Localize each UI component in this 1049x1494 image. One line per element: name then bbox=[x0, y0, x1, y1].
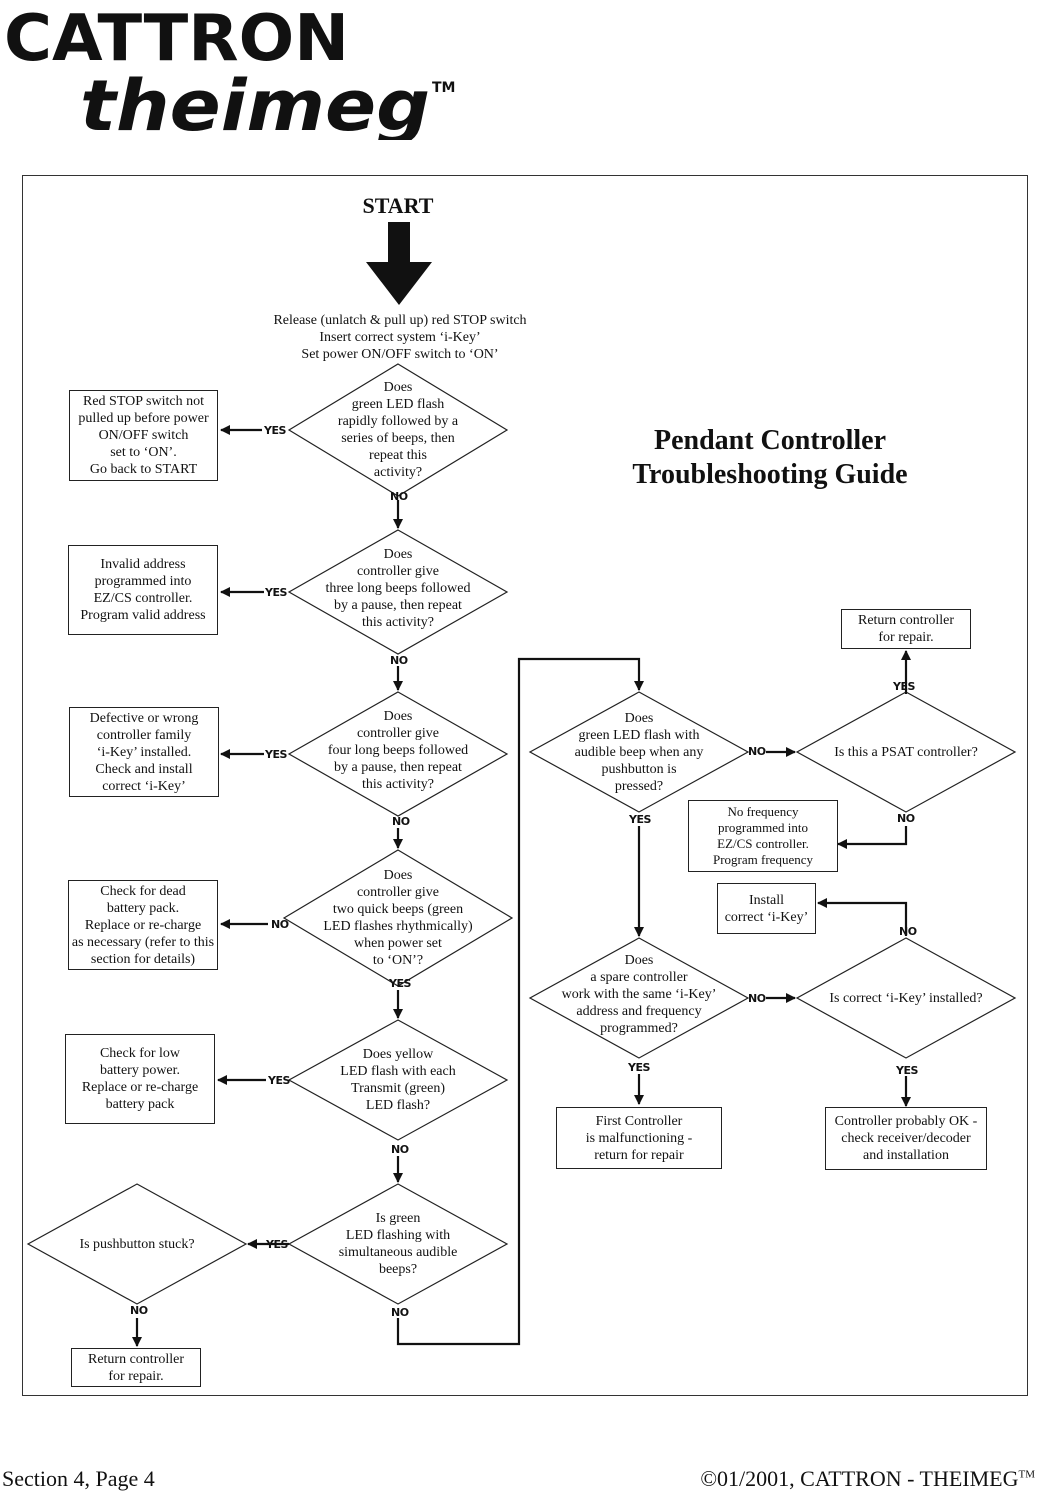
no-label: NO bbox=[748, 745, 766, 758]
decision-shape-2 bbox=[287, 529, 509, 655]
no-label: NO bbox=[392, 815, 410, 828]
result-box-no-frequency: No frequency programmed into EZ/CS contr… bbox=[688, 800, 838, 872]
no-label: NO bbox=[748, 992, 766, 1005]
yes-label: YES bbox=[265, 748, 287, 761]
result-box-first-controller: First Controller is malfunctioning - ret… bbox=[556, 1107, 722, 1169]
yes-label: YES bbox=[893, 680, 915, 693]
no-label: NO bbox=[391, 1306, 409, 1319]
decision-2-text: Does controller give three long beeps fo… bbox=[325, 546, 471, 630]
no-label: NO bbox=[899, 925, 917, 938]
yes-label: YES bbox=[896, 1064, 918, 1077]
no-label: NO bbox=[391, 1143, 409, 1156]
decision-1-text: Does green LED flash rapidly followed by… bbox=[337, 380, 459, 480]
logo-brand: CATTRON bbox=[4, 2, 349, 76]
decision-8-text: Does green LED flash with audible beep w… bbox=[574, 710, 704, 794]
result-box-wrong-ikey: Defective or wrong controller family ‘i-… bbox=[69, 707, 219, 797]
result-box-install-ikey: Install correct ‘i-Key’ bbox=[717, 883, 816, 934]
decision-9-text: Is this a PSAT controller? bbox=[834, 744, 978, 760]
result-box-return-repair-left: Return controller for repair. bbox=[71, 1348, 201, 1387]
no-label: NO bbox=[390, 654, 408, 667]
instruction-line: Set power ON/OFF switch to ‘ON’ bbox=[301, 347, 499, 362]
decision-4-text: Does controller give two quick beeps (gr… bbox=[323, 868, 473, 968]
logo-subbrand: theimeg bbox=[80, 65, 430, 140]
decision-shape-3 bbox=[287, 691, 509, 817]
decision-shape-1 bbox=[287, 363, 509, 497]
yes-label: YES bbox=[629, 813, 651, 826]
decision-shape-9 bbox=[795, 691, 1017, 813]
start-instructions: Release (unlatch & pull up) red STOP swi… bbox=[240, 312, 560, 363]
yes-label: YES bbox=[265, 586, 287, 599]
decision-shape-5 bbox=[287, 1019, 509, 1141]
decision-shape-11 bbox=[795, 937, 1017, 1059]
no-label: NO bbox=[897, 812, 915, 825]
start-arrow bbox=[366, 222, 432, 305]
cattron-theimeg-logo: CATTRON theimeg TM bbox=[4, 2, 455, 140]
decision-shape-6 bbox=[287, 1183, 509, 1305]
page-footer-copyright: ©01/2001, CATTRON - THEIMEGTM bbox=[700, 1466, 1035, 1492]
no-label: NO bbox=[271, 918, 289, 931]
guide-title: Pendant Controller Troubleshooting Guide bbox=[632, 425, 908, 490]
decision-shape-10 bbox=[528, 937, 750, 1059]
yes-label: YES bbox=[389, 977, 411, 990]
result-box-dead-battery: Check for dead battery pack. Replace or … bbox=[68, 880, 218, 970]
result-box-return-repair-right: Return controller for repair. bbox=[841, 609, 971, 649]
decision-3-text: Does controller give four long beeps fol… bbox=[327, 708, 469, 792]
yes-label: YES bbox=[268, 1074, 290, 1087]
result-box-controller-ok: Controller probably OK - check receiver/… bbox=[825, 1107, 987, 1170]
page-footer-section: Section 4, Page 4 bbox=[2, 1466, 155, 1491]
decision-shape-8 bbox=[528, 691, 750, 813]
result-box-red-stop: Red STOP switch not pulled up before pow… bbox=[69, 390, 218, 481]
yes-label: YES bbox=[264, 424, 286, 437]
copyright-text: ©01/2001, CATTRON - THEIMEG bbox=[700, 1466, 1019, 1491]
diagram-frame bbox=[22, 175, 1028, 1396]
logo-trademark: TM bbox=[432, 80, 455, 96]
instruction-line: Release (unlatch & pull up) red STOP swi… bbox=[273, 313, 527, 328]
decision-shape-4 bbox=[282, 849, 514, 987]
decision-10-text: Does a spare controller work with the sa… bbox=[561, 952, 717, 1036]
decision-11-text: Is correct ‘i-Key’ installed? bbox=[829, 990, 983, 1006]
yes-label: YES bbox=[628, 1061, 650, 1074]
yes-label: YES bbox=[266, 1238, 288, 1251]
result-box-low-battery: Check for low battery power. Replace or … bbox=[65, 1034, 215, 1124]
decision-6-text: Is green LED flashing with simultaneous … bbox=[338, 1211, 458, 1277]
decision-7-text: Is pushbutton stuck? bbox=[79, 1236, 195, 1252]
start-label: START bbox=[362, 193, 434, 218]
decision-shape-7 bbox=[26, 1183, 248, 1305]
trademark-mark: TM bbox=[1018, 1468, 1036, 1481]
decision-5-text: Does yellow LED flash with each Transmit… bbox=[340, 1047, 456, 1113]
instruction-line: Insert correct system ‘i-Key’ bbox=[319, 330, 481, 345]
no-label: NO bbox=[390, 490, 408, 503]
no-label: NO bbox=[130, 1304, 148, 1317]
result-box-invalid-address: Invalid address programmed into EZ/CS co… bbox=[68, 545, 218, 635]
